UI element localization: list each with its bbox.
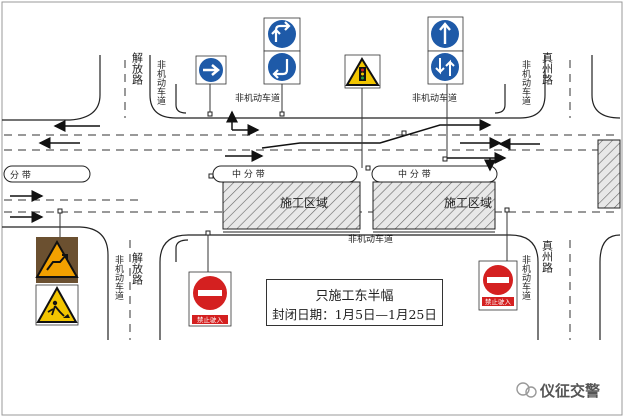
curb-se bbox=[599, 234, 621, 340]
work-zone-labels: 施工区域 施工区域 bbox=[280, 196, 492, 210]
nonmotor-label-v1: 非机动车道 bbox=[155, 59, 166, 106]
median-east-stub bbox=[597, 139, 621, 209]
nonmotor-label-v3: 非机动车道 bbox=[113, 254, 124, 301]
closure-note-box: 只施工东半幅 封闭日期：1月5日—1月25日 bbox=[266, 279, 443, 326]
no-entry-label-left: 禁止驶入 bbox=[197, 315, 224, 324]
work-zone-right bbox=[372, 181, 496, 230]
curb-sw bbox=[2, 226, 109, 340]
watermark-text: 仪征交警 bbox=[540, 382, 601, 400]
curb-nw bbox=[2, 55, 101, 121]
median-right bbox=[371, 165, 498, 183]
nonmotor-label-v4: 非机动车道 bbox=[520, 254, 531, 301]
no-entry-label-right: 禁止驶入 bbox=[485, 297, 512, 306]
note-dates: 封闭日期：1月5日—1月25日 bbox=[272, 307, 437, 322]
two-way-lane-sign bbox=[427, 50, 464, 85]
nonmotor-label-nw: 非机动车道 bbox=[235, 92, 280, 104]
note-scope: 只施工东半幅 bbox=[315, 289, 394, 304]
curb-south bbox=[159, 234, 539, 340]
nonmotor-inner-n1 bbox=[175, 84, 187, 114]
no-entry-sign-right bbox=[478, 260, 518, 311]
road-name-zhenzhou-n: 真州路 bbox=[541, 51, 554, 86]
work-zone-left-label: 施工区域 bbox=[280, 196, 328, 210]
road-names: 解放路 解放路 真州路 真州路 bbox=[131, 51, 554, 286]
turn-arrows bbox=[226, 110, 496, 172]
curb-north bbox=[149, 55, 546, 119]
nonmotor-inner-s1 bbox=[175, 239, 189, 262]
curb-ne bbox=[591, 55, 621, 119]
nonmotor-label-v2: 非机动车道 bbox=[520, 59, 531, 106]
lane-labels: 非机动车道 非机动车道 非机动车道 bbox=[235, 92, 457, 245]
detour-warning-sign bbox=[35, 237, 79, 283]
median-center-label: 中 分 带 bbox=[232, 168, 265, 180]
median-labels: 分 带 中 分 带 中 分 带 bbox=[10, 168, 431, 181]
sign-posts bbox=[59, 82, 508, 275]
arrows-westbound bbox=[38, 120, 540, 150]
right-turn-sign bbox=[263, 50, 301, 85]
right-direction-sign bbox=[195, 55, 227, 85]
nonmotor-label-s: 非机动车道 bbox=[348, 233, 393, 245]
straight-sign bbox=[427, 16, 464, 52]
watermark: 仪征交警 bbox=[516, 378, 616, 400]
traffic-light-warning-sign bbox=[344, 54, 381, 89]
nonmotor-label-ne: 非机动车道 bbox=[412, 92, 457, 104]
median-left bbox=[3, 165, 91, 183]
road-work-warning-sign bbox=[35, 284, 79, 326]
nonmotor-inner-n2 bbox=[494, 84, 506, 114]
work-zone-left bbox=[222, 181, 361, 230]
road-name-jiefang-n: 解放路 bbox=[131, 51, 144, 86]
no-entry-sign-left bbox=[188, 271, 232, 327]
median-right-label: 中 分 带 bbox=[398, 168, 431, 180]
road-name-jiefang-s: 解放路 bbox=[131, 251, 144, 286]
no-entry-labels: 禁止驶入 禁止驶入 bbox=[197, 297, 512, 324]
wechat-icon bbox=[516, 382, 537, 398]
vertical-labels: 非机动车道 非机动车道 非机动车道 非机动车道 bbox=[113, 59, 531, 301]
medians bbox=[3, 139, 621, 209]
arrows-eastbound bbox=[10, 119, 507, 223]
road-name-zhenzhou-s: 真州路 bbox=[541, 239, 554, 274]
road-edges bbox=[2, 55, 621, 340]
left-turn-uturn-sign bbox=[263, 17, 301, 52]
work-zone-right-label: 施工区域 bbox=[444, 196, 492, 210]
median-left-label: 分 带 bbox=[10, 170, 31, 181]
